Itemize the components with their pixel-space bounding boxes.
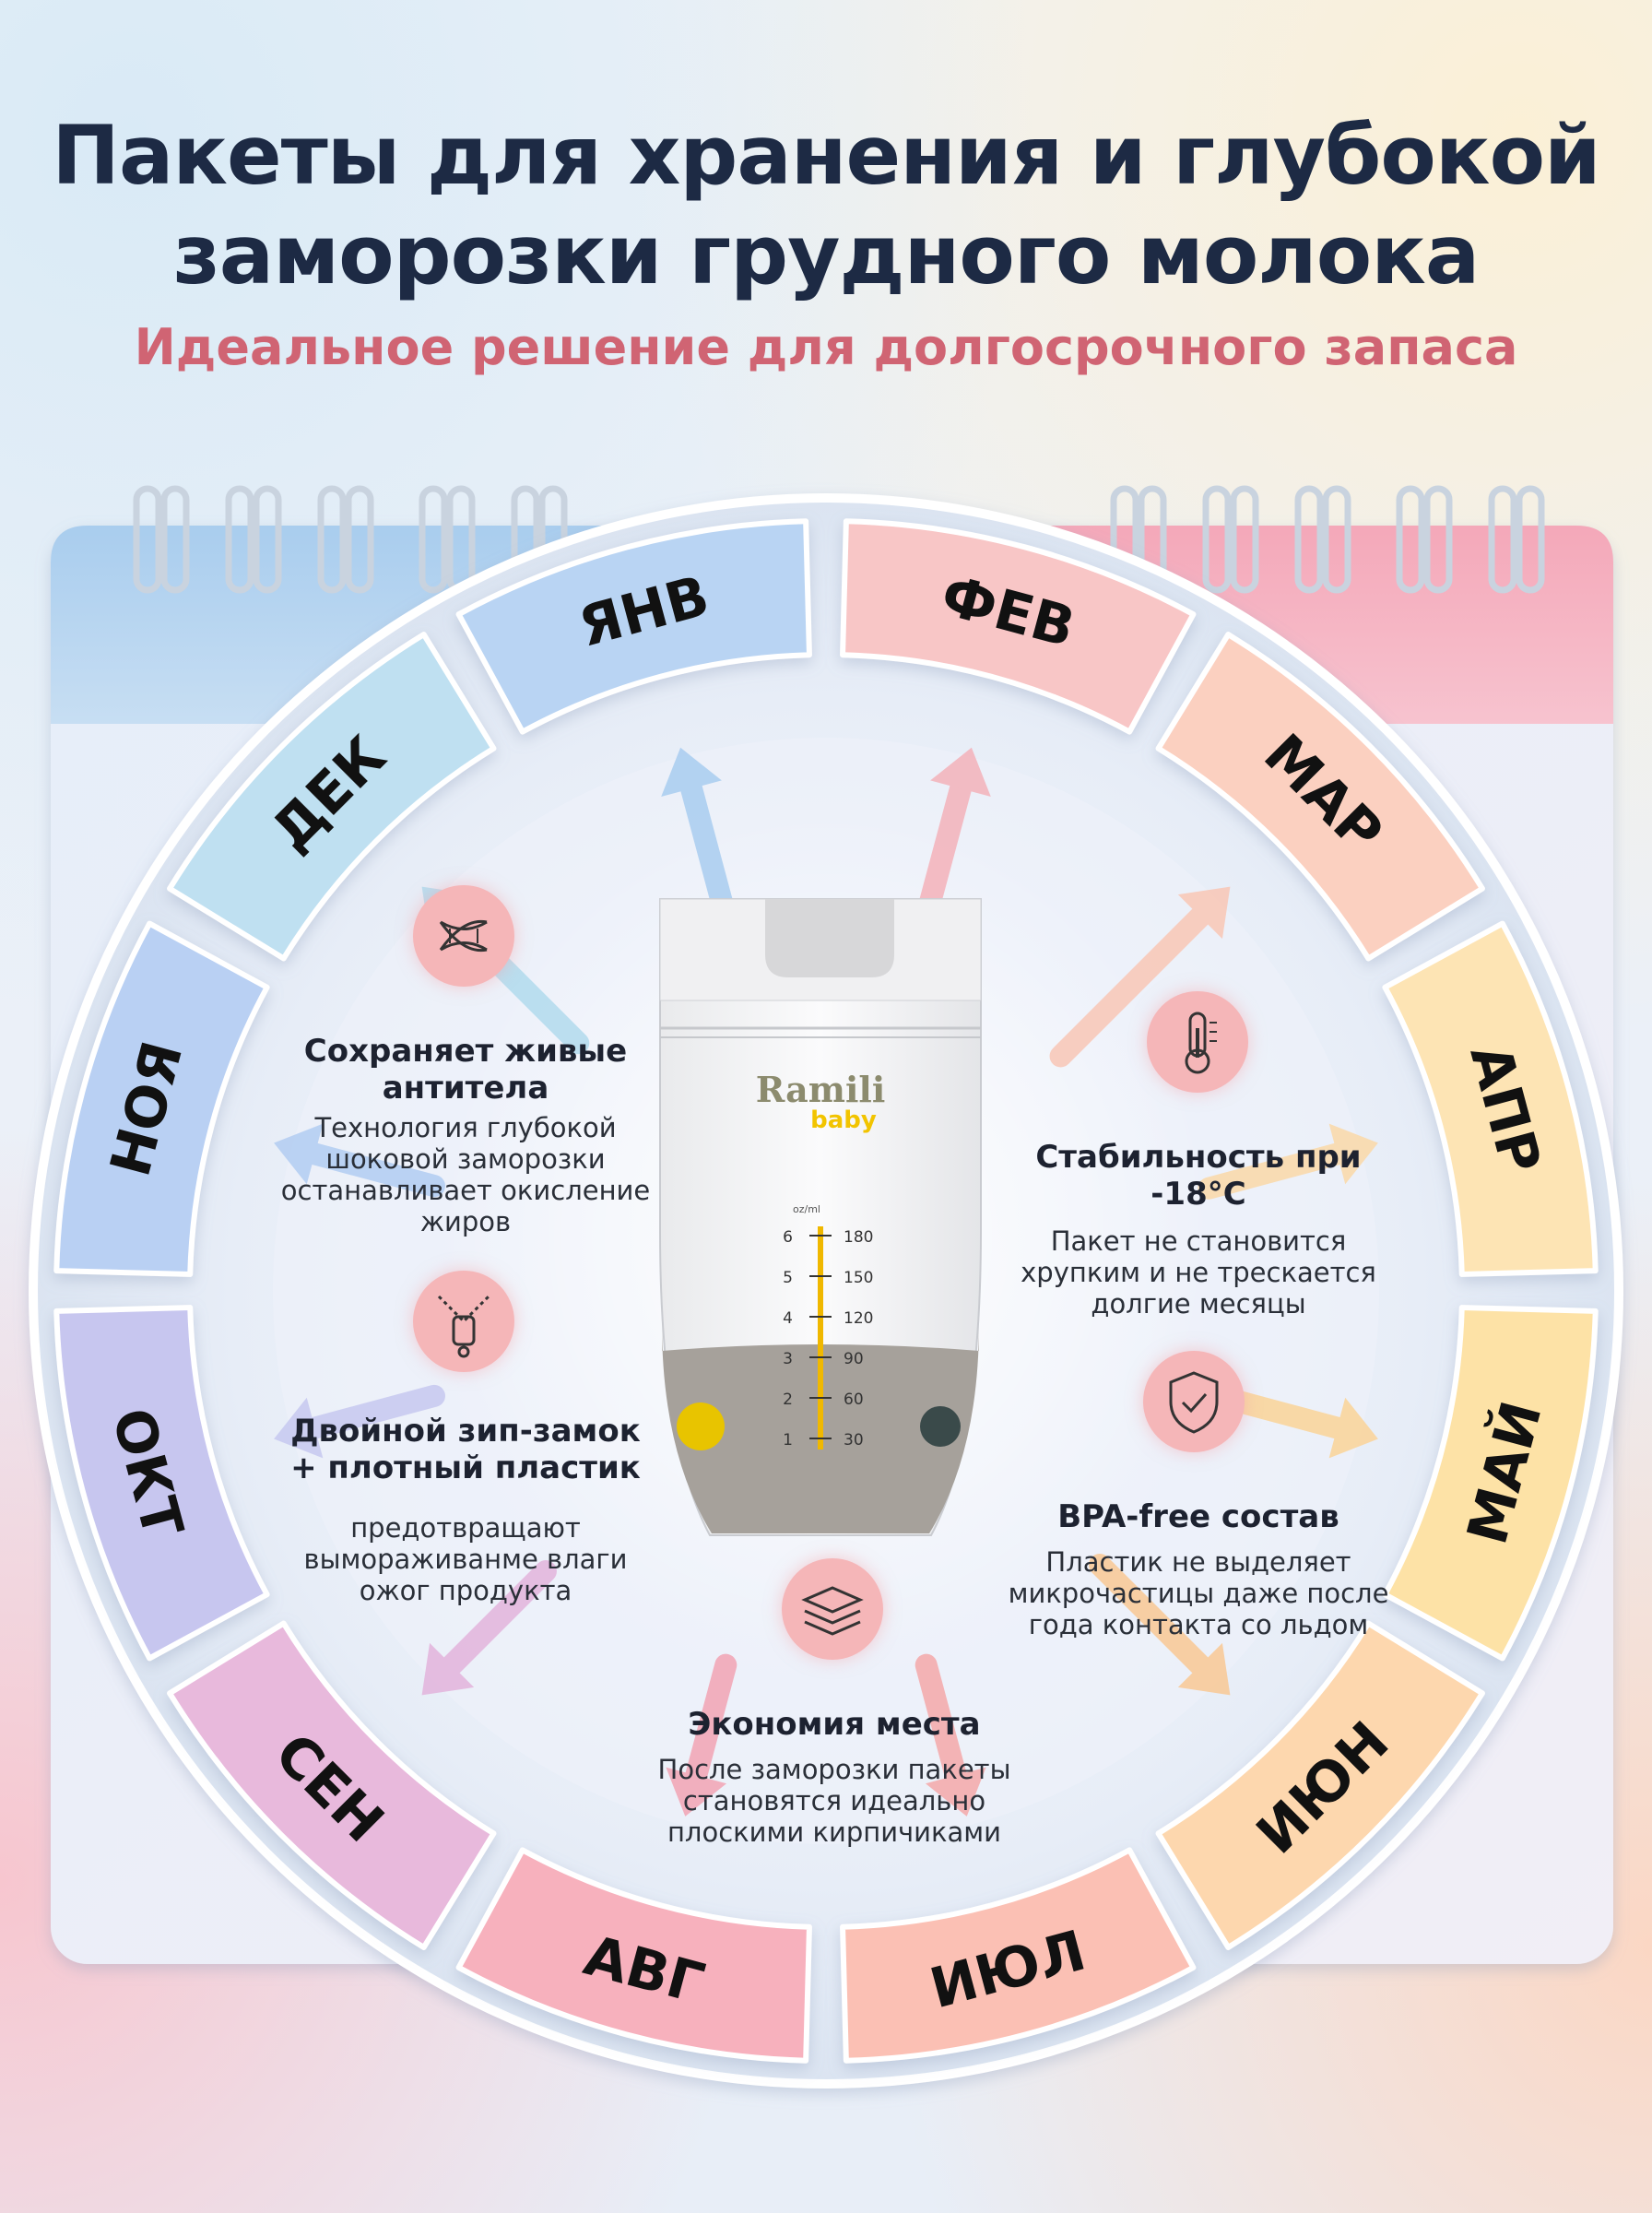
calendar-ring [1202, 485, 1259, 594]
month-segment-9: ОКТ [53, 1305, 270, 1662]
svg-text:6: 6 [783, 1228, 793, 1247]
month-segment-shape [1155, 1620, 1485, 1950]
month-segment-shape [840, 518, 1197, 735]
feature-space-title: Экономия места [688, 1706, 981, 1743]
feature-zipper: Двойной зип-замок + плотный пластик пред… [277, 1413, 655, 1606]
month-segment-shape [167, 1620, 497, 1950]
bag-scale-mark: 5 150 [783, 1269, 873, 1287]
layers-icon [782, 1558, 883, 1660]
svg-text:3: 3 [783, 1350, 793, 1368]
svg-text:5: 5 [783, 1269, 793, 1287]
milk-bag-image: Ramili baby oz/ml 6 180 5 150 4 120 3 90 2 60 1 30 [659, 898, 982, 1536]
feature-stability-text: Пакет не становится хрупким и не трескае… [1021, 1225, 1376, 1320]
feature-space: Экономия места После заморозки пакеты ст… [636, 1706, 1032, 1848]
direction-arrow [1088, 1553, 1231, 1696]
direction-arrow [666, 1653, 738, 1817]
bag-scale-label: oz/ml [793, 1203, 820, 1215]
page-title: Пакеты для хранения и глубокой заморозки… [0, 106, 1652, 305]
month-segment-11: ДЕК [167, 632, 497, 962]
bag-brand: Ramili [756, 1069, 886, 1110]
feature-bpa: BPA-free состав Пластик не выделяет микр… [996, 1498, 1401, 1640]
feature-bpa-text: Пластик не выделяет микрочастицы даже по… [1008, 1546, 1389, 1640]
calendar-ring [317, 485, 374, 594]
page-subtitle: Идеальное решение для долгосрочного запа… [134, 318, 1518, 376]
month-segment-shape [1382, 1305, 1599, 1662]
svg-text:30: 30 [844, 1431, 864, 1450]
svg-text:60: 60 [844, 1391, 864, 1409]
month-segment-shape [1155, 632, 1485, 962]
month-segment-0: ЯНВ [455, 518, 812, 735]
month-segment-1: ФЕВ [840, 518, 1197, 735]
calendar-ring [133, 485, 190, 594]
dna-icon [413, 885, 514, 987]
month-segment-shape [53, 1305, 270, 1662]
direction-arrow [274, 1123, 445, 1198]
thermometer-icon [1147, 991, 1248, 1093]
calendar-ring [1396, 485, 1453, 594]
month-segment-7: АВГ [455, 1847, 812, 2064]
month-segment-3: АПР [1382, 920, 1599, 1277]
feature-space-text: После заморозки пакеты становятся идеаль… [657, 1754, 1011, 1848]
svg-text:150: 150 [844, 1269, 873, 1287]
feature-zipper-title: Двойной зип-замок + плотный пластик [290, 1413, 641, 1486]
feature-antibodies-title: Сохраняет живые антитела [303, 1033, 628, 1106]
month-segment-6: ИЮЛ [840, 1847, 1197, 2064]
direction-arrow [1198, 1123, 1378, 1200]
month-segment-shape [1382, 920, 1599, 1277]
title-line-2: заморозки грудного молока [172, 207, 1481, 302]
feature-zipper-text: предотвращают вымораживанме влаги ожог п… [303, 1512, 628, 1606]
direction-arrow [421, 1560, 557, 1696]
svg-text:1: 1 [783, 1431, 793, 1450]
calendar-ring [225, 485, 282, 594]
month-segment-shape [840, 1847, 1197, 2064]
month-segment-8: СЕН [167, 1620, 497, 1950]
shield-check-icon [1143, 1351, 1245, 1452]
title-line-1: Пакеты для хранения и глубокой [52, 108, 1600, 203]
month-segment-10: НОЯ [53, 920, 270, 1277]
feature-stability-title: Стабильность при -18°C [1035, 1139, 1362, 1213]
feature-stability: Стабильность при -18°C Пакет не становит… [1005, 1139, 1392, 1320]
bag-scale-mark: 6 180 [783, 1228, 873, 1247]
svg-text:180: 180 [844, 1228, 873, 1247]
bag-brand-sub: baby [810, 1106, 877, 1134]
bag-scale-mark: 3 90 [783, 1350, 863, 1368]
feature-bpa-title: BPA-free состав [1057, 1498, 1339, 1535]
direction-arrow [1049, 886, 1231, 1068]
month-segment-shape [455, 518, 812, 735]
bag-scale-mark: 4 120 [783, 1309, 873, 1328]
feature-antibodies-text: Технология глубокой шоковой заморозки ос… [280, 1112, 651, 1237]
month-segment-shape [455, 1847, 812, 2064]
calendar-ring [1294, 485, 1351, 594]
svg-text:90: 90 [844, 1350, 864, 1368]
direction-arrows [274, 747, 1378, 1817]
month-segment-2: МАР [1155, 632, 1485, 962]
month-segment-shape [167, 632, 497, 962]
bag-scale-mark: 2 60 [783, 1391, 863, 1409]
svg-text:2: 2 [783, 1391, 793, 1409]
direction-arrow [914, 1653, 986, 1817]
month-segment-4: МАЙ [1382, 1305, 1599, 1662]
month-segment-shape [53, 920, 270, 1277]
calendar-ring [1488, 485, 1545, 594]
svg-text:4: 4 [783, 1309, 793, 1328]
svg-text:120: 120 [844, 1309, 873, 1328]
feature-antibodies: Сохраняет живые антитела Технология глуб… [277, 1033, 655, 1237]
zipper-icon [413, 1271, 514, 1372]
bag-scale-mark: 1 30 [783, 1431, 863, 1450]
direction-arrow [274, 1384, 445, 1459]
